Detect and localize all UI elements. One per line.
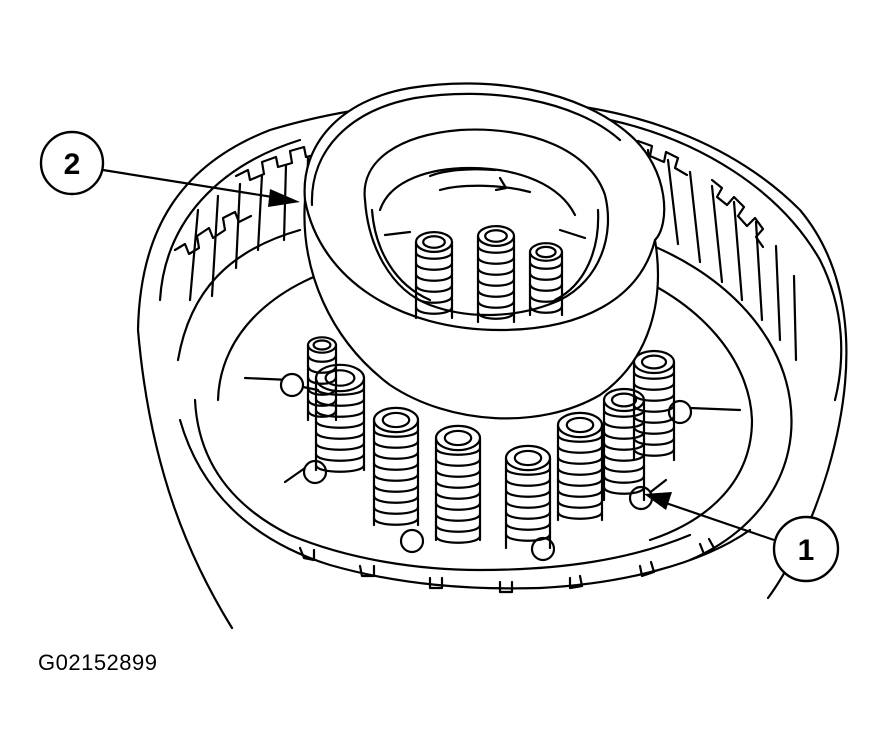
coil-spring <box>414 231 454 320</box>
callout-2-label: 2 <box>64 148 81 181</box>
return-springs <box>306 336 676 550</box>
coil-spring <box>306 336 338 422</box>
coil-spring <box>632 349 676 462</box>
callout-2: 2 <box>39 130 300 207</box>
callout-1: 1 <box>644 492 840 583</box>
coil-spring <box>602 387 646 502</box>
figure-id: G02152899 <box>38 650 158 675</box>
arrowhead-icon <box>268 189 300 207</box>
arrowhead-icon <box>644 492 672 510</box>
thrust-washer <box>303 82 666 420</box>
coil-spring <box>314 363 366 473</box>
coil-spring <box>434 424 482 544</box>
callout-1-label: 1 <box>798 534 815 567</box>
coil-spring <box>372 406 420 527</box>
coil-spring <box>504 444 552 550</box>
coil-spring <box>476 225 516 324</box>
coil-spring <box>528 242 564 317</box>
coil-spring <box>556 411 604 522</box>
upper-springs <box>414 225 564 324</box>
